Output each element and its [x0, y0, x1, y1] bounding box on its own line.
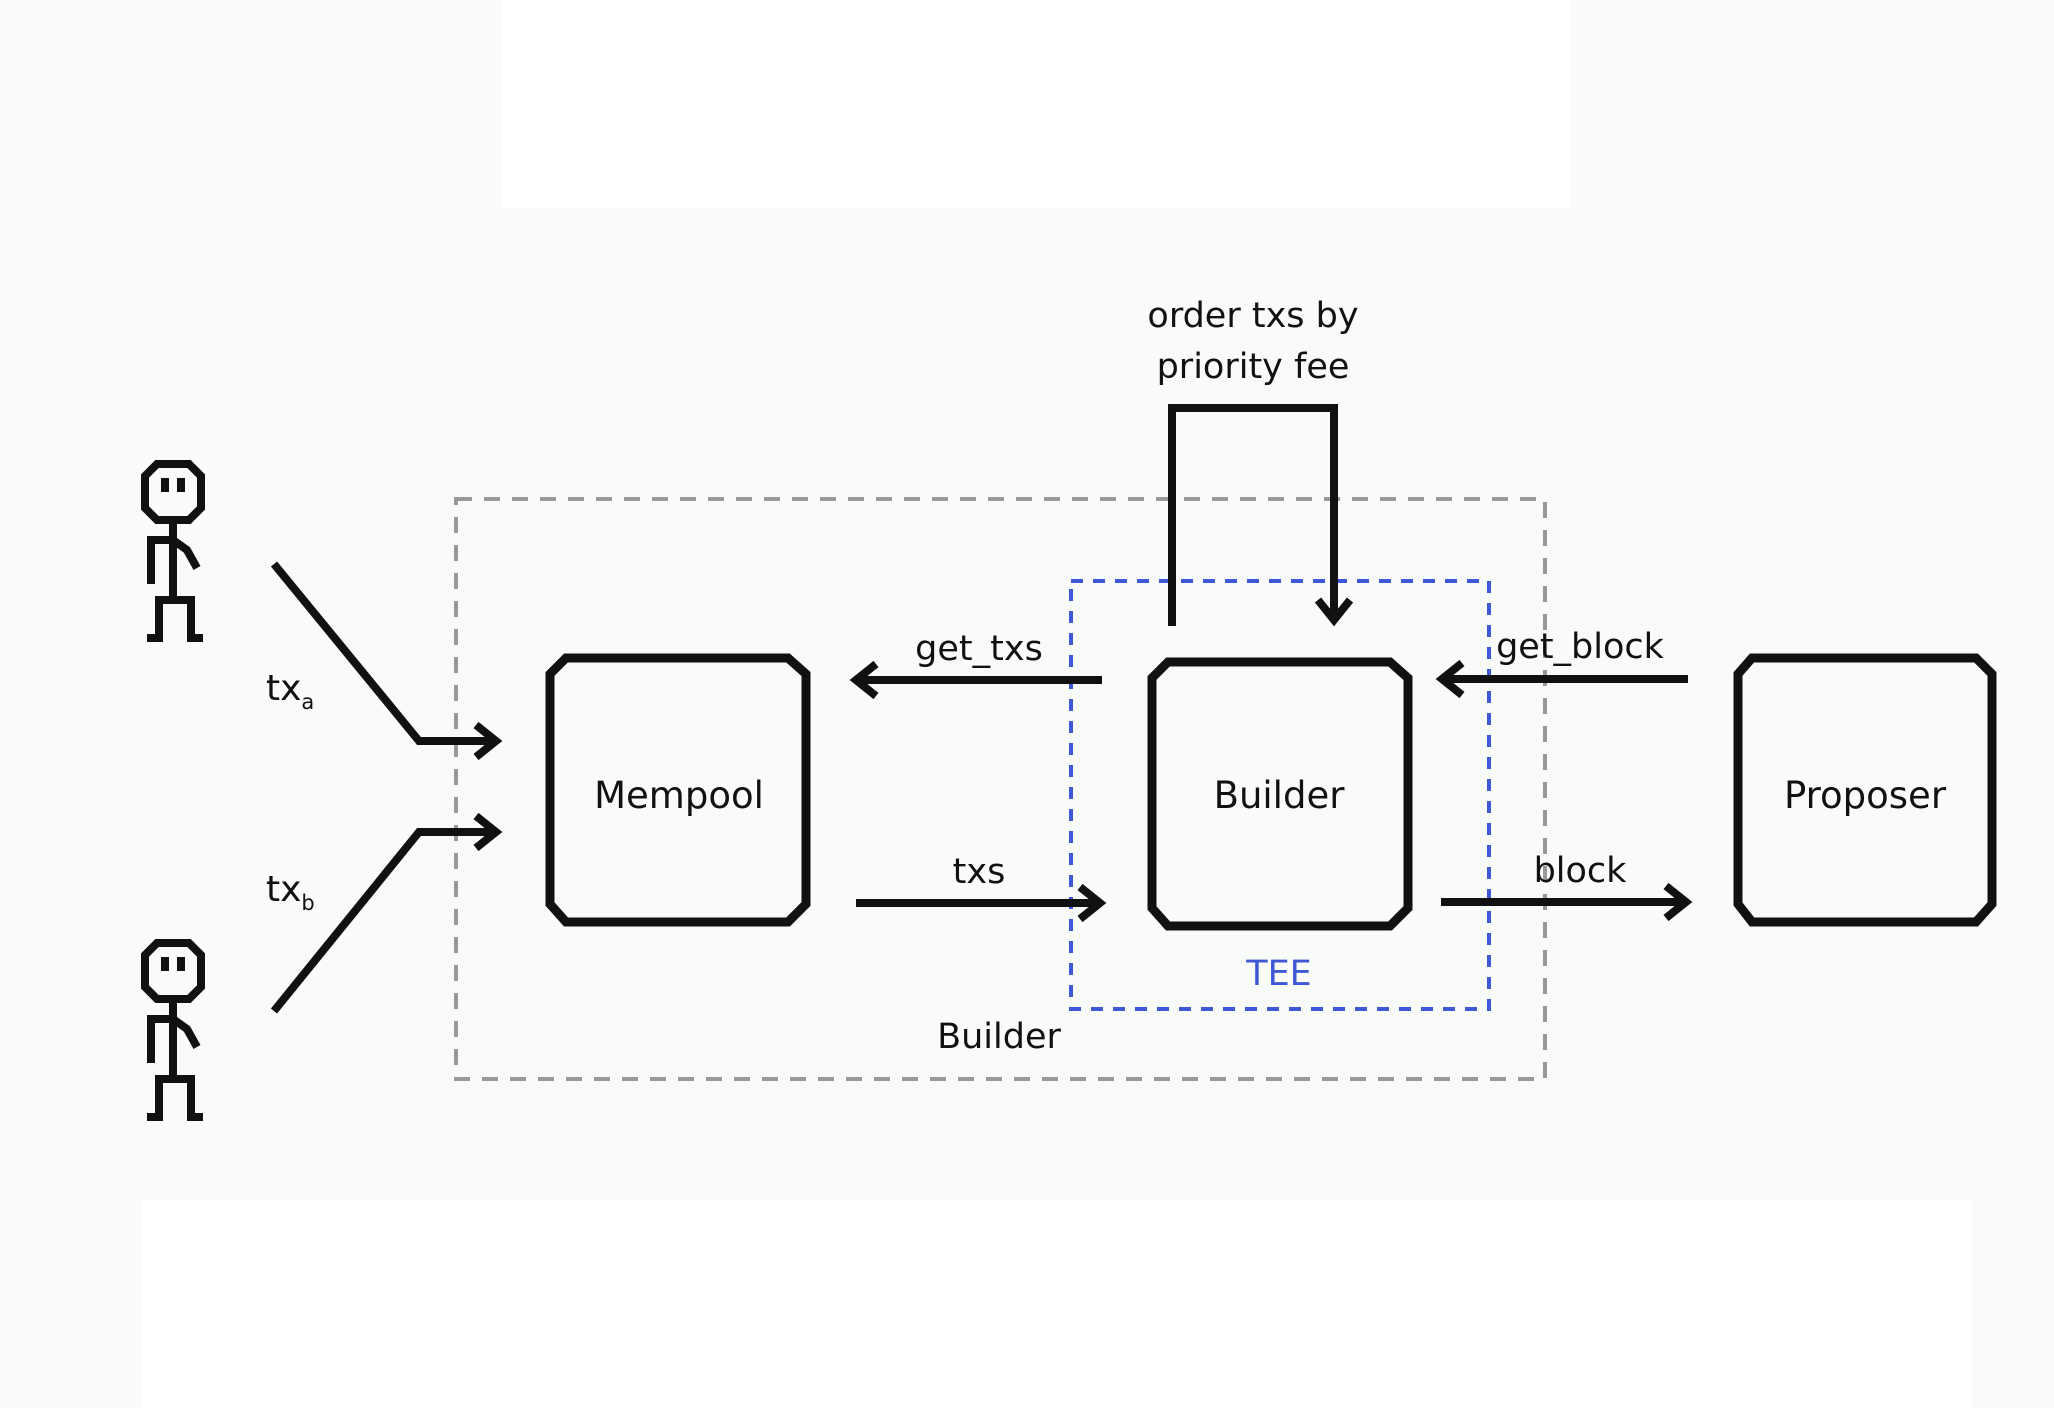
tx-a-subscript: a [301, 690, 314, 714]
mempool-label: Mempool [594, 774, 764, 817]
tx-a-label: txa [266, 668, 314, 714]
get-block-label: get_block [1496, 627, 1665, 667]
bottom-panel [142, 1200, 1972, 1408]
tee-label: TEE [1245, 954, 1312, 994]
mempool-node: Mempool [545, 653, 811, 927]
tx-a-arrow [270, 561, 503, 761]
builder-node: Builder [1147, 657, 1413, 931]
priority-loop-label-line2: priority fee [1157, 347, 1350, 387]
priority-loop-arrow [1168, 404, 1354, 627]
proposer-node: Proposer [1733, 653, 1997, 927]
tx-b-label: txb [266, 869, 315, 915]
user-a-stick-figure-icon [141, 460, 205, 642]
get-block-arrow [1435, 659, 1688, 699]
top-panel [502, 0, 1570, 208]
builder-boundary-label: Builder [937, 1017, 1061, 1057]
tx-b-main: tx [266, 869, 301, 910]
get-txs-label: get_txs [915, 629, 1043, 669]
tx-b-subscript: b [301, 891, 314, 915]
user-b-stick-figure-icon [141, 939, 205, 1121]
block-label: block [1534, 851, 1628, 891]
proposer-label: Proposer [1784, 774, 1947, 817]
txs-arrow [856, 883, 1107, 923]
get-txs-arrow [849, 660, 1102, 700]
builder-label: Builder [1214, 774, 1346, 817]
tx-b-arrow [270, 812, 503, 1014]
builder-boundary [454, 497, 1547, 1081]
txs-label: txs [953, 852, 1006, 892]
block-arrow [1441, 882, 1693, 922]
priority-loop-label-line1: order txs by [1147, 296, 1358, 336]
tee-boundary [1069, 579, 1491, 1011]
tx-a-main: tx [266, 668, 301, 709]
